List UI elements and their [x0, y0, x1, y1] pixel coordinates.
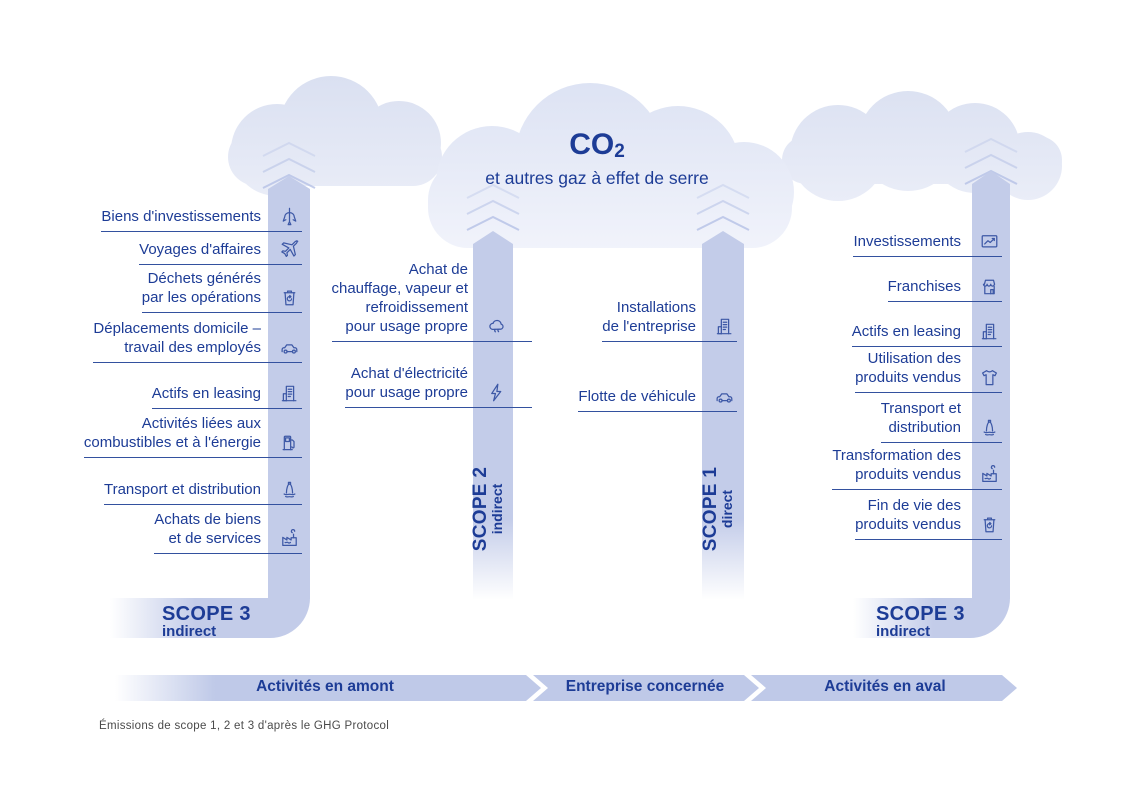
- band-label-upstream: Activités en amont: [256, 678, 394, 695]
- item-label: Achat d'électricité pour usage propre: [345, 365, 468, 401]
- co2-prefix: CO: [569, 128, 615, 161]
- item-label: Transport et distribution: [880, 400, 961, 436]
- item-transport-distribution-aval: Transport et distribution: [880, 399, 1002, 443]
- item-actifs-leasing-aval: Actifs en leasing: [851, 320, 1002, 347]
- scope1-column: [702, 231, 744, 600]
- item-transport-distribution-amont: Transport et distribution: [103, 478, 302, 505]
- item-label: Activités liées aux combustibles et à l'…: [83, 415, 261, 451]
- item-label: Actifs en leasing: [851, 323, 961, 340]
- chevrons-upstream: [262, 141, 316, 189]
- item-franchises: Franchises: [887, 275, 1002, 302]
- scope3-downstream-label: SCOPE 3 indirect: [876, 604, 965, 640]
- band-segment-downstream: [751, 675, 1017, 701]
- item-label: Investissements: [853, 233, 961, 250]
- item-installations-entreprise: Installations de l'entreprise: [602, 298, 737, 342]
- trash-icon: [276, 286, 302, 309]
- item-investissements: Investissements: [853, 230, 1002, 257]
- item-label: Transport et distribution: [103, 481, 261, 498]
- rising-chevrons: [262, 137, 1018, 231]
- co2-subscript: 2: [614, 141, 625, 162]
- left-cloud: [228, 76, 442, 196]
- lightning-icon: [483, 381, 509, 404]
- ship-icon: [276, 478, 302, 501]
- item-label: Achats de biens et de services: [154, 511, 261, 547]
- item-label: Transformation des produits vendus: [832, 447, 961, 483]
- chevrons-scope2: [466, 183, 520, 231]
- scope-type: indirect: [489, 483, 505, 535]
- downstream-elbow: [853, 598, 1010, 638]
- upstream-elbow: [110, 598, 310, 638]
- band-label-downstream: Activités en aval: [824, 678, 946, 695]
- item-combustibles-energie: Activités liées aux combustibles et à l'…: [83, 414, 302, 458]
- scope-name: SCOPE 1: [700, 466, 721, 552]
- fuel-pump-icon: [276, 431, 302, 454]
- upstream-column: [268, 176, 310, 599]
- car-icon: [276, 336, 302, 359]
- tshirt-icon: [976, 366, 1002, 389]
- trash-icon: [976, 513, 1002, 536]
- building-icon: [276, 382, 302, 405]
- scope1-label: SCOPE 1 direct: [700, 449, 745, 569]
- figure-caption: Émissions de scope 1, 2 et 3 d'après le …: [99, 720, 390, 732]
- cloud-title: CO2 et autres gaz à effet de serre: [447, 128, 747, 189]
- scope-name: SCOPE 2: [470, 466, 491, 552]
- chevrons-scope1: [696, 183, 750, 231]
- crane-icon: [276, 205, 302, 228]
- band-label-company: Entreprise concernée: [565, 678, 725, 695]
- item-label: Voyages d'affaires: [139, 241, 261, 258]
- item-utilisation-produits: Utilisation des produits vendus: [855, 349, 1002, 393]
- factory-icon: [276, 527, 302, 550]
- airplane-icon: [276, 238, 302, 261]
- item-label: Installations de l'entreprise: [602, 299, 696, 335]
- item-achat-electricite: Achat d'électricité pour usage propre: [345, 364, 532, 408]
- steam-icon: [483, 315, 509, 338]
- item-label: Fin de vie des produits vendus: [855, 497, 961, 533]
- ship-icon: [976, 416, 1002, 439]
- item-fin-de-vie-produits: Fin de vie des produits vendus: [855, 496, 1002, 540]
- item-label: Biens d'investissements: [101, 208, 261, 225]
- right-cloud: [782, 91, 1062, 201]
- item-transformation-produits: Transformation des produits vendus: [832, 446, 1002, 490]
- item-achats-biens-services: Achats de biens et de services: [154, 510, 302, 554]
- scope2-label: SCOPE 2 indirect: [470, 449, 515, 569]
- item-label: Déchets générés par les opérations: [141, 270, 261, 306]
- band-segment-company: [533, 675, 759, 701]
- scope-type: indirect: [876, 623, 931, 640]
- item-label: Flotte de véhicule: [578, 388, 696, 405]
- scope-type: indirect: [162, 623, 217, 640]
- scope-name: SCOPE 3: [162, 603, 251, 625]
- chart-icon: [976, 230, 1002, 253]
- factory-icon: [976, 463, 1002, 486]
- car-icon: [711, 385, 737, 408]
- item-dechets-operations: Déchets générés par les opérations: [141, 269, 302, 313]
- item-deplacements-domicile: Déplacements domicile – travail des empl…: [93, 319, 302, 363]
- scope-name: SCOPE 3: [876, 603, 965, 625]
- co2-subtitle: et autres gaz à effet de serre: [485, 168, 709, 188]
- item-biens-investissements: Biens d'investissements: [101, 205, 302, 232]
- bottom-band: [115, 675, 1017, 701]
- item-achat-chauffage: Achat de chauffage, vapeur et refroidiss…: [331, 260, 532, 342]
- item-actifs-leasing-amont: Actifs en leasing: [151, 382, 302, 409]
- building-icon: [711, 315, 737, 338]
- item-label: Actifs en leasing: [151, 385, 261, 402]
- building-icon: [976, 320, 1002, 343]
- center-cloud: [428, 83, 794, 248]
- item-label: Achat de chauffage, vapeur et refroidiss…: [331, 261, 469, 335]
- item-voyages-affaires: Voyages d'affaires: [139, 238, 302, 265]
- scope2-column: [473, 231, 513, 600]
- item-flotte-vehicule: Flotte de véhicule: [578, 385, 737, 412]
- item-label: Déplacements domicile – travail des empl…: [93, 320, 261, 356]
- band-segment-upstream: [115, 675, 541, 701]
- co2-title: CO2: [447, 128, 747, 168]
- scope3-upstream-label: SCOPE 3 indirect: [162, 604, 251, 640]
- item-label: Franchises: [887, 278, 961, 295]
- item-label: Utilisation des produits vendus: [855, 350, 961, 386]
- store-icon: [976, 275, 1002, 298]
- scope-type: direct: [719, 489, 735, 529]
